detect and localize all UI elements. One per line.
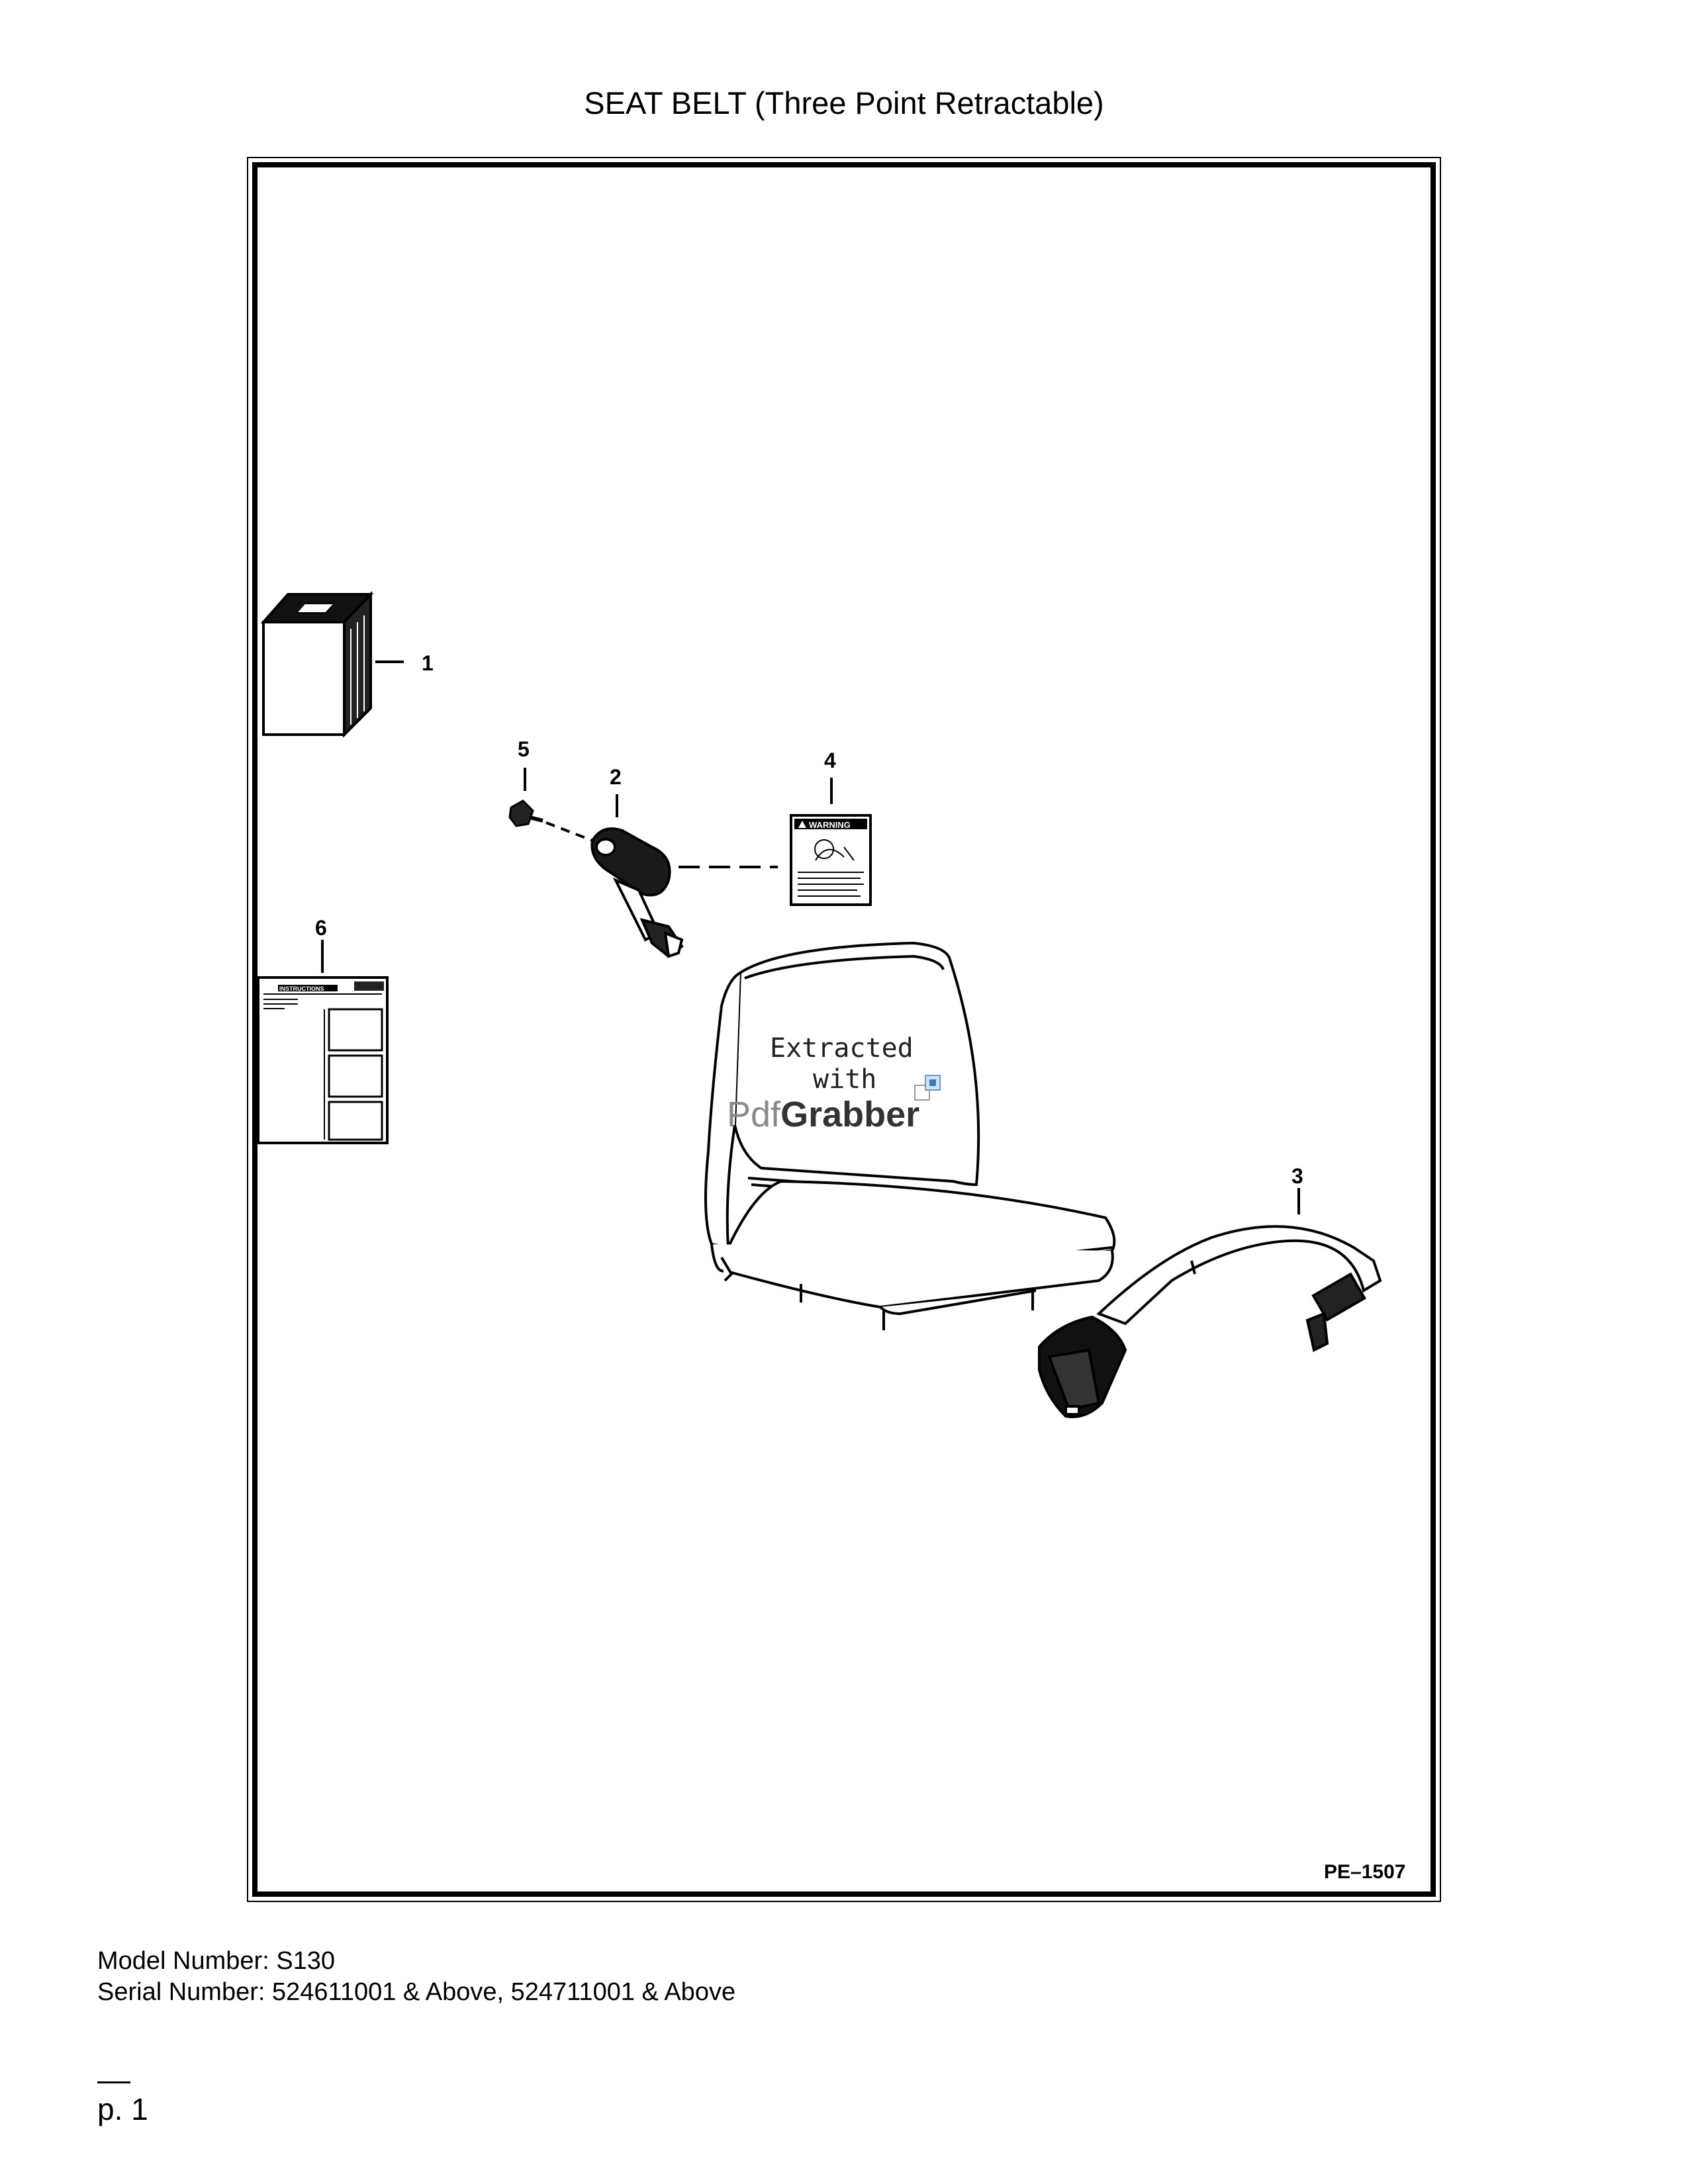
callout-5: 5 <box>518 737 530 761</box>
manual-heading: INSTRUCTIONS <box>279 985 324 992</box>
watermark-logo-part1: Pdf <box>727 1095 781 1134</box>
watermark-line2: with <box>813 1064 876 1095</box>
watermark-logo-part2: Grabber <box>780 1095 919 1134</box>
part-2-retractor <box>590 827 684 958</box>
page-number-rule <box>97 2081 130 2083</box>
callout-2: 2 <box>610 765 622 789</box>
part-6-instruction-sheet: INSTRUCTIONS <box>257 976 389 1144</box>
page-number: p. 1 <box>97 2092 148 2126</box>
decal-warning-text: WARNING <box>809 820 851 830</box>
part-4-warning-decal: WARNING <box>790 814 872 906</box>
diagram-frame-outer <box>247 157 1441 1902</box>
model-number: Model Number: S130 <box>97 1947 336 1975</box>
part-3-lap-belt <box>1038 1225 1382 1418</box>
watermark-line1: Extracted <box>770 1033 914 1064</box>
figure-code: PE–1507 <box>1324 1861 1405 1883</box>
callout-1: 1 <box>422 651 434 675</box>
part-1-belt-box <box>260 591 374 738</box>
callout-4: 4 <box>824 749 836 772</box>
watermark: Extracted with PdfGrabber <box>727 1033 941 1134</box>
operator-seat <box>704 941 1116 1330</box>
callout-3: 3 <box>1291 1164 1303 1188</box>
watermark-logo-icon <box>914 1075 941 1101</box>
callout-6: 6 <box>315 916 327 940</box>
watermark-logo: PdfGrabber <box>727 1095 919 1134</box>
page-title: SEAT BELT (Three Point Retractable) <box>584 85 1104 120</box>
part-5-bolt <box>508 799 543 827</box>
serial-number: Serial Number: 524611001 & Above, 524711… <box>97 1978 736 2006</box>
diagram-frame <box>252 162 1436 1897</box>
